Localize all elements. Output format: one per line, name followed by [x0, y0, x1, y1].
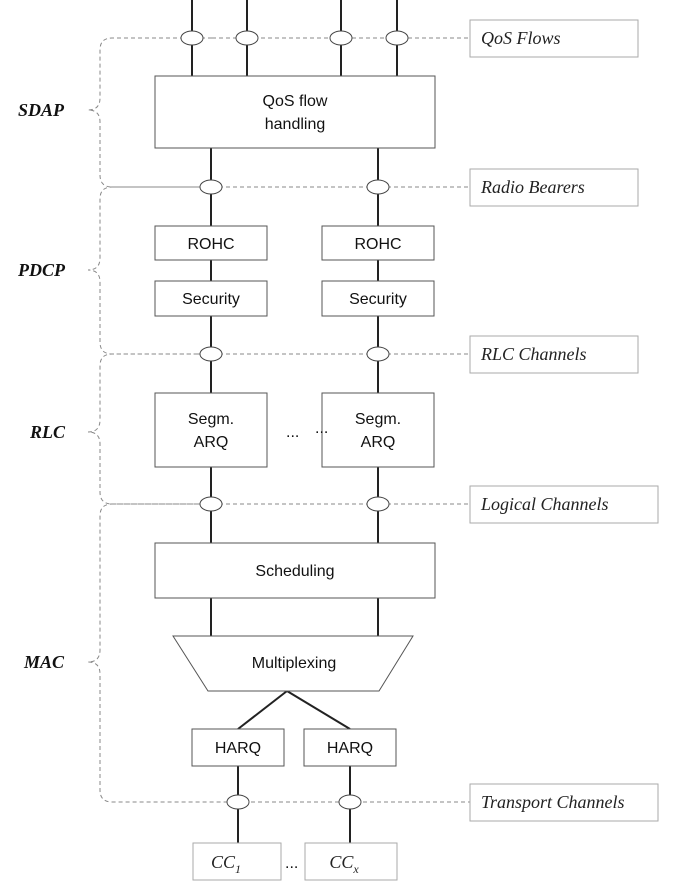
scheduling-label: Scheduling — [255, 563, 334, 580]
harq-block-right: HARQ — [303, 728, 397, 767]
multiplexing-label: Multiplexing — [252, 655, 336, 672]
pdcp-brace — [87, 186, 198, 355]
pdcp-layer-label: PDCP — [17, 260, 66, 280]
radio-bearers-label: Radio Bearers — [480, 177, 585, 197]
sdap-layer-label: SDAP — [18, 100, 65, 120]
segm-arq-right-line1: Segm. — [355, 411, 401, 428]
segm-arq-block-left: Segm. ARQ — [154, 392, 268, 468]
service-access-points — [180, 30, 409, 810]
qos-flow-handling-line1: QoS flow — [263, 93, 328, 110]
qos-flow-handling-block: QoS flow handling — [154, 75, 436, 149]
security-block-left: Security — [154, 280, 268, 317]
segm-arq-left-line2: ARQ — [194, 434, 229, 451]
cc-x-box: CCx — [304, 842, 398, 881]
rohc-label-left: ROHC — [187, 236, 234, 253]
transport-channels-label-box: Transport Channels — [469, 783, 659, 822]
security-label-left: Security — [182, 291, 240, 308]
cc-1-label: CC1 — [211, 852, 241, 876]
cc-x-label: CCx — [329, 852, 359, 876]
harq-label-right: HARQ — [327, 740, 373, 757]
rlc-ellipsis-2: ... — [315, 420, 328, 437]
harq-block-left: HARQ — [191, 728, 285, 767]
harq-label-left: HARQ — [215, 740, 261, 757]
cc-1-box: CC1 — [192, 842, 282, 881]
cc-ellipsis: ... — [285, 855, 298, 872]
qos-flow-handling-line2: handling — [265, 116, 326, 133]
segm-arq-left-line1: Segm. — [188, 411, 234, 428]
mac-layer-label: MAC — [23, 652, 65, 672]
rohc-block-left: ROHC — [154, 225, 268, 261]
segm-arq-right-line2: ARQ — [361, 434, 396, 451]
rohc-label-right: ROHC — [354, 236, 401, 253]
security-label-right: Security — [349, 291, 407, 308]
logical-channels-label: Logical Channels — [480, 494, 609, 514]
transport-channels-label: Transport Channels — [481, 792, 625, 812]
qos-flows-label: QoS Flows — [481, 28, 561, 48]
segm-arq-block-right: Segm. ARQ — [321, 392, 435, 468]
rlc-brace — [87, 353, 198, 505]
qos-flows-label-box: QoS Flows — [469, 19, 639, 58]
multiplexing-block: Multiplexing — [172, 635, 414, 692]
rlc-channels-label: RLC Channels — [480, 344, 587, 364]
mac-brace — [87, 503, 230, 803]
rlc-layer-label: RLC — [29, 422, 66, 442]
logical-channels-label-box: Logical Channels — [469, 485, 659, 524]
scheduling-block: Scheduling — [154, 542, 436, 599]
rohc-block-right: ROHC — [321, 225, 435, 261]
sdap-brace — [87, 37, 212, 188]
security-block-right: Security — [321, 280, 435, 317]
radio-bearers-label-box: Radio Bearers — [469, 168, 639, 207]
rlc-ellipsis-1: ... — [286, 424, 299, 441]
rlc-channels-label-box: RLC Channels — [469, 335, 639, 374]
